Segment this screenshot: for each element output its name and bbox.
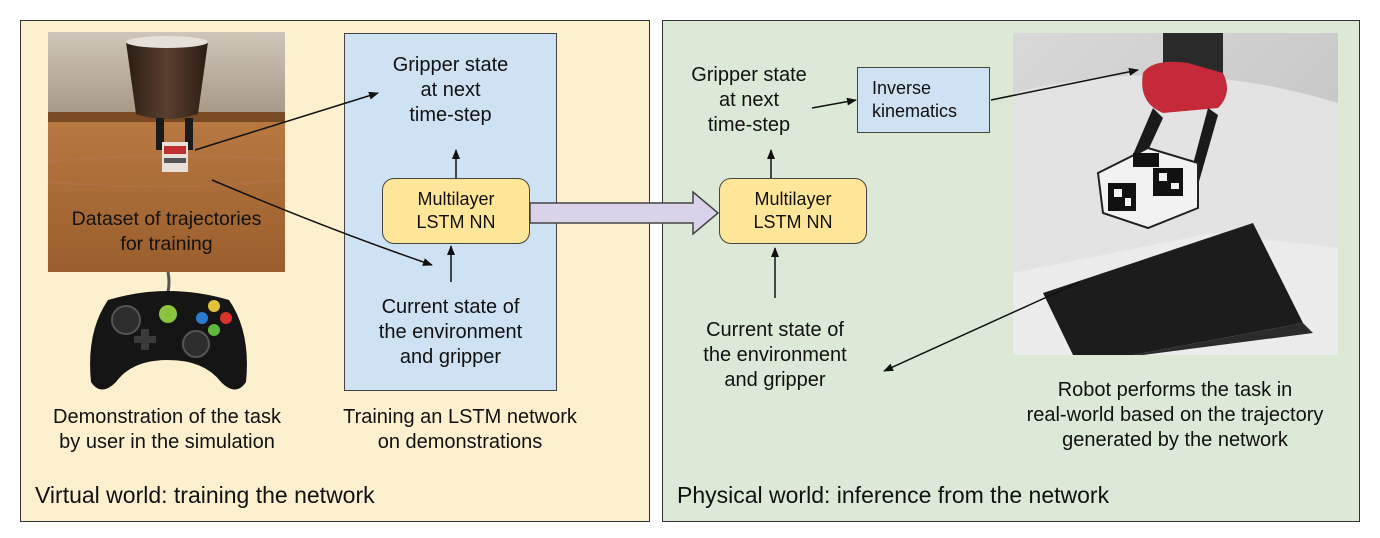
ik-line2: kinematics <box>872 101 958 121</box>
training-caption: Training an LSTM network on demonstratio… <box>343 406 577 453</box>
nn-left-line1: Multilayer <box>417 189 495 209</box>
nn-left-line2: LSTM NN <box>416 212 496 232</box>
gripper-state-next-left: Gripper state at next time-step <box>392 54 509 126</box>
big-transfer-arrow <box>529 190 720 236</box>
physical-panel-title: Physical world: inference from the netwo… <box>677 482 1110 508</box>
arrow-sim-to-current <box>211 179 433 266</box>
nn-right-line1: Multilayer <box>754 189 832 209</box>
lstm-nn-box-left: Multilayer LSTM NN <box>382 178 530 244</box>
robot-photo <box>1013 33 1338 355</box>
arrow-gripper-to-ik <box>811 97 857 109</box>
demonstration-caption: Demonstration of the task by user in the… <box>53 406 281 453</box>
robot-caption: Robot performs the task in real-world ba… <box>1026 379 1324 451</box>
sim-caption: Dataset of trajectories for training <box>71 208 262 255</box>
ik-line1: Inverse <box>872 78 932 98</box>
nn-right-line2: LSTM NN <box>753 212 833 232</box>
lstm-nn-box-right: Multilayer LSTM NN <box>719 178 867 244</box>
current-state-left: Current state of the environment and gri… <box>378 296 523 368</box>
inverse-kinematics-box: Inverse kinematics <box>857 67 990 133</box>
arrow-sim-to-gripper <box>194 91 379 151</box>
current-state-right: Current state of the environment and gri… <box>703 319 847 391</box>
gamepad-icon <box>86 272 251 397</box>
simulation-image <box>48 32 285 272</box>
gripper-state-next-right: Gripper state at next time-step <box>691 64 807 136</box>
virtual-panel-title: Virtual world: training the network <box>35 482 375 508</box>
arrow-ik-to-robot <box>990 67 1139 101</box>
arrow-robot-to-current <box>883 281 1081 372</box>
